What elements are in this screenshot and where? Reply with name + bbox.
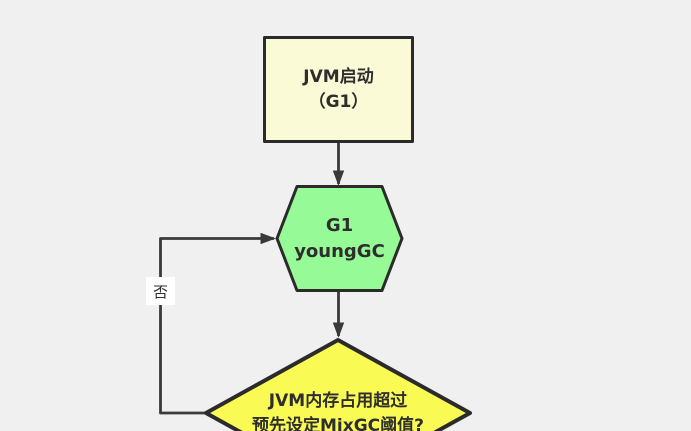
younggc-node — [275, 185, 404, 292]
decision-node — [204, 338, 472, 431]
edge-label-no: 否 — [146, 277, 175, 305]
connector-decision-no-loop — [159, 239, 275, 415]
start-node — [263, 36, 414, 143]
